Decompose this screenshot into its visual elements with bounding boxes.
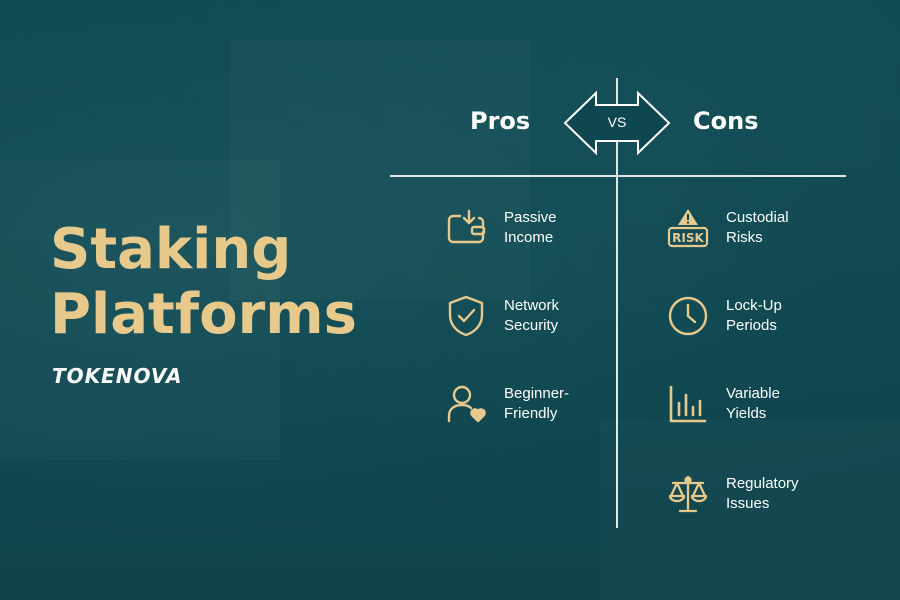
brand-logo: TOKENOVA [52, 364, 183, 388]
double-arrow-icon [563, 90, 671, 156]
risk-warning-icon: RISK [666, 206, 710, 250]
vs-label: VS [607, 114, 627, 130]
header-divider [390, 175, 846, 177]
pros-item-beginner-friendly: Beginner-Friendly [444, 382, 604, 426]
user-heart-icon [444, 382, 488, 426]
pros-item-label: Beginner-Friendly [504, 385, 570, 422]
wallet-download-icon [444, 206, 488, 250]
scales-icon [666, 472, 710, 516]
page-title-line1: Staking [50, 217, 292, 282]
pros-heading: Pros [470, 107, 531, 135]
cons-heading: Cons [693, 107, 759, 135]
center-divider [616, 78, 618, 528]
risk-badge-text: RISK [672, 231, 704, 245]
clock-icon [666, 294, 710, 338]
shield-check-icon [444, 294, 488, 338]
bar-chart-icon [666, 382, 710, 426]
page-title-line2: Platforms [50, 282, 357, 347]
